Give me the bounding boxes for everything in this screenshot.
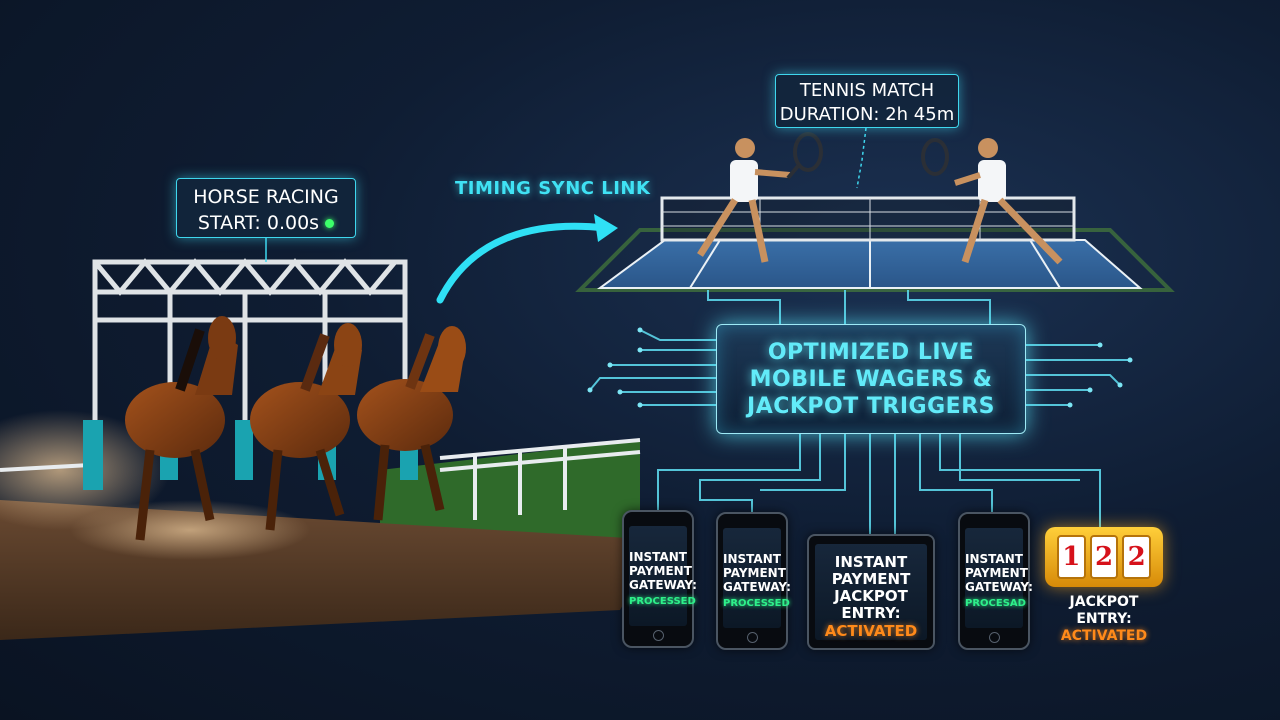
hub-line-3: JACKPOT TRIGGERS	[747, 394, 995, 419]
device-text: INSTANT	[723, 552, 781, 566]
home-button-icon	[653, 630, 664, 641]
device-text: GATEWAY:	[629, 578, 697, 592]
device-text: GATEWAY:	[965, 580, 1033, 594]
phone-device-2: INSTANT PAYMENT GATEWAY: PROCESSED	[716, 512, 791, 650]
horse-racing-start: START: 0.00s	[177, 210, 355, 236]
device-text: INSTANT	[629, 550, 687, 564]
device-text: PAYMENT	[965, 566, 1028, 580]
wager-hub-panel: OPTIMIZED LIVE MOBILE WAGERS & JACKPOT T…	[716, 324, 1026, 434]
device-text: INSTANT	[834, 553, 908, 571]
slot-reel: 2	[1122, 535, 1152, 579]
jackpot-entry-label: JACKPOT ENTRY: ACTIVATED	[1040, 594, 1168, 645]
tennis-player-right	[921, 138, 1063, 265]
horse-racing-label: HORSE RACING START: 0.00s	[176, 178, 356, 238]
slot-machine-icon: 1 2 2	[1045, 527, 1163, 587]
tablet-screen: INSTANT PAYMENT JACKPOT ENTRY: ACTIVATED	[815, 544, 927, 640]
device-text: GATEWAY:	[723, 580, 791, 594]
jackpot-status: ACTIVATED	[1060, 628, 1148, 644]
tennis-match-label: TENNIS MATCH DURATION: 2h 45m	[775, 74, 959, 128]
tennis-match-title: TENNIS MATCH	[799, 80, 935, 101]
jackpot-title: JACKPOT	[1069, 594, 1139, 610]
horse-3	[357, 326, 466, 521]
device-text: ENTRY:	[841, 604, 901, 622]
tennis-match-duration: DURATION: 2h 45m	[779, 104, 955, 125]
device-status: PROCESAD	[965, 598, 1026, 609]
device-text: JACKPOT	[834, 587, 908, 605]
phone-device-4: INSTANT PAYMENT GATEWAY: PROCESAD	[958, 512, 1033, 650]
phone-screen: INSTANT PAYMENT GATEWAY: PROCESSED	[723, 528, 791, 628]
rail-fence	[0, 438, 641, 520]
hub-line-2: MOBILE WAGERS &	[749, 367, 993, 392]
timing-sync-label: TIMING SYNC LINK	[455, 178, 651, 199]
phone-device-1: INSTANT PAYMENT GATEWAY: PROCESSED	[622, 510, 697, 648]
phone-screen: INSTANT PAYMENT GATEWAY: PROCESAD	[965, 528, 1033, 628]
home-button-icon	[989, 632, 1000, 643]
circuit-lines	[589, 290, 1130, 534]
jackpot-entry: ENTRY:	[1076, 611, 1132, 627]
slot-reels: 1 2 2	[1057, 535, 1152, 579]
slot-reel: 1	[1057, 535, 1086, 579]
device-text: PAYMENT	[723, 566, 786, 580]
hub-line-1: OPTIMIZED LIVE	[767, 340, 975, 365]
horse-1	[125, 316, 238, 541]
slot-reel: 2	[1089, 535, 1119, 579]
device-text: INSTANT	[965, 552, 1023, 566]
tennis-player-left	[697, 132, 823, 263]
device-status: PROCESSED	[723, 598, 790, 609]
device-status: PROCESSED	[629, 596, 696, 607]
status-dot-icon	[325, 219, 335, 228]
horse-racing-title: HORSE RACING	[193, 186, 339, 208]
phone-screen: INSTANT PAYMENT GATEWAY: PROCESSED	[629, 526, 697, 626]
device-text: PAYMENT	[831, 570, 911, 588]
device-text: PAYMENT	[629, 564, 692, 578]
horse-2	[250, 323, 362, 531]
tablet-device: INSTANT PAYMENT JACKPOT ENTRY: ACTIVATED	[807, 534, 935, 650]
device-status: ACTIVATED	[824, 622, 918, 640]
sync-arrow	[436, 222, 609, 304]
home-button-icon	[747, 632, 758, 643]
